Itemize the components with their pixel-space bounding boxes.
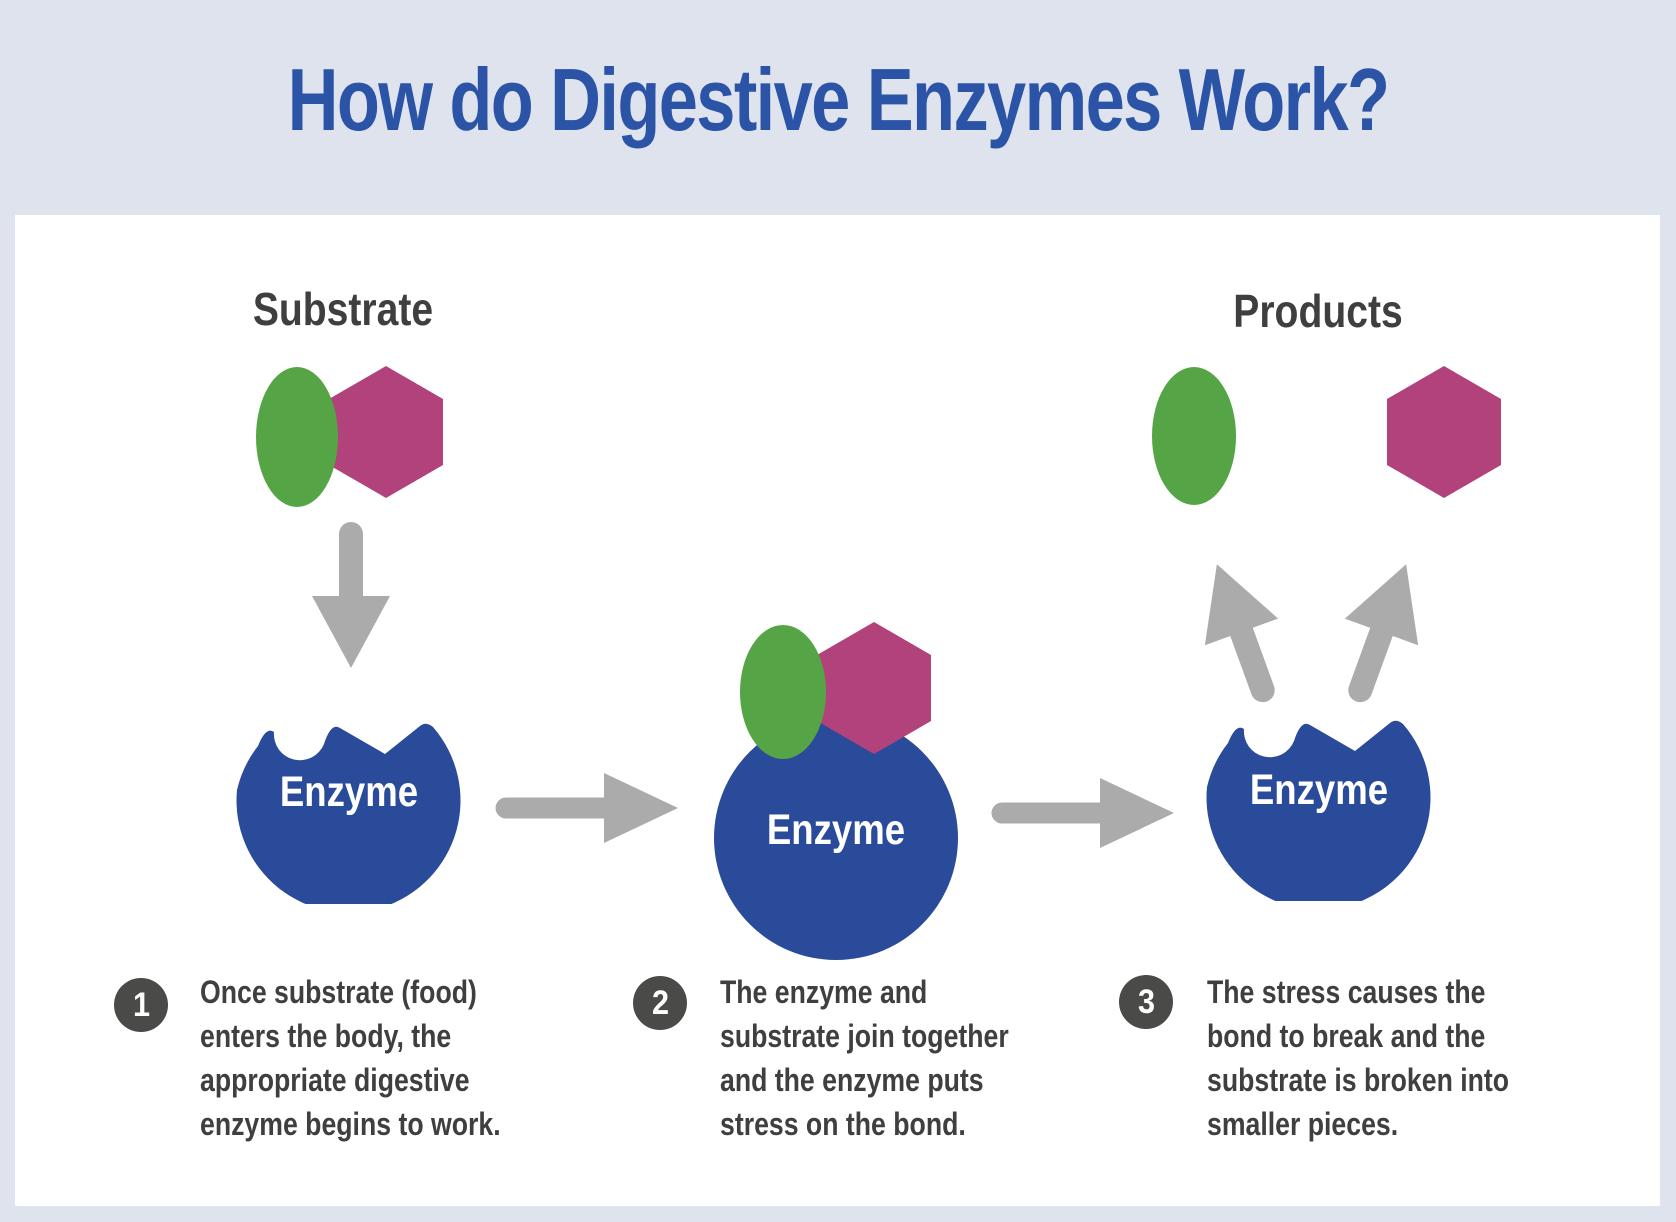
product-hexagon-icon: [1387, 366, 1501, 498]
step-3-text: The stress causes the bond to break and …: [1207, 970, 1509, 1146]
step-1-line-1: Once substrate (food): [200, 974, 477, 1010]
step-2-badge: 2: [633, 976, 687, 1030]
up-left-arrow-icon: [1172, 542, 1310, 718]
stage2-substrate-ellipse-icon: [740, 625, 826, 759]
stage2-substrate-hexagon-icon: [817, 622, 931, 754]
step-3-line-2: bond to break and the: [1207, 1018, 1486, 1054]
step-2-line-1: The enzyme and: [720, 974, 928, 1010]
substrate-label: Substrate: [252, 283, 434, 335]
step-2-line-4: stress on the bond.: [720, 1106, 966, 1142]
step-2-number: 2: [651, 983, 669, 1022]
enzyme-3-label: Enzyme: [1249, 766, 1389, 814]
step-3-number: 3: [1137, 982, 1155, 1021]
step-3-line-4: smaller pieces.: [1207, 1106, 1399, 1142]
enzyme-1-label: Enzyme: [279, 768, 419, 816]
step-2-line-2: substrate join together: [720, 1018, 1009, 1054]
step-1-text: Once substrate (food) enters the body, t…: [200, 970, 501, 1146]
right-arrow-1-icon: [490, 758, 680, 863]
step-1-number: 1: [132, 985, 150, 1024]
step-1-line-4: enzyme begins to work.: [200, 1106, 501, 1142]
step-2-line-3: and the enzyme puts: [720, 1062, 984, 1098]
page-title: How do Digestive Enzymes Work?: [287, 50, 1390, 149]
step-1-line-2: enters the body, the: [200, 1018, 452, 1054]
stage1-substrate-hexagon-icon: [329, 366, 443, 498]
stage1-substrate-ellipse-icon: [256, 367, 338, 507]
step-1-line-3: appropriate digestive: [200, 1062, 470, 1098]
step-1-badge: 1: [114, 978, 168, 1032]
step-2-text: The enzyme and substrate join together a…: [720, 970, 1009, 1146]
step-3-line-3: substrate is broken into: [1207, 1062, 1510, 1098]
products-label: Products: [1233, 285, 1403, 337]
enzyme-2-shape: [714, 716, 958, 960]
step-3-line-1: The stress causes the: [1207, 974, 1486, 1010]
enzyme-2-label: Enzyme: [766, 806, 906, 854]
product-ellipse-icon: [1152, 367, 1236, 505]
right-arrow-2-icon: [986, 763, 1176, 868]
up-right-arrow-icon: [1313, 542, 1451, 718]
enzyme-1-shape: [224, 652, 474, 913]
down-arrow-icon: [306, 520, 396, 675]
enzyme-3-shape: [1194, 649, 1444, 910]
step-3-badge: 3: [1119, 975, 1173, 1029]
